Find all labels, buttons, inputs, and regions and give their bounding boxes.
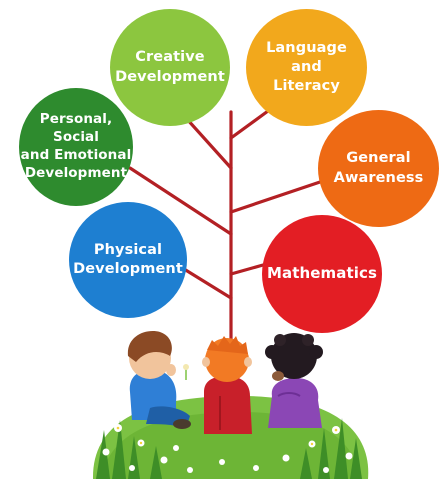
- language-literacy-bubble: Language and Literacy: [246, 9, 367, 126]
- creative-development-label: Creative Development: [115, 49, 225, 85]
- branch-maths: [229, 263, 265, 276]
- general-awareness-bubble: General Awareness: [318, 110, 439, 227]
- branch-creative: [184, 116, 233, 170]
- child-middle-illustration: [202, 336, 252, 434]
- child-right-illustration: [265, 333, 323, 428]
- creative-development-bubble: Creative Development: [110, 9, 230, 126]
- general-awareness-label: General Awareness: [333, 150, 424, 186]
- tree-branches: [128, 109, 322, 354]
- physical-development-label: Physical Development: [73, 241, 183, 277]
- branch-personal: [128, 166, 233, 236]
- physical-development-bubble: Physical Development: [69, 202, 187, 318]
- branch-physical: [182, 267, 233, 300]
- branch-general: [229, 180, 322, 214]
- personal-social-emotional-bubble: Personal, Social and Emotional Developme…: [19, 88, 133, 206]
- child-left-illustration: [127, 331, 191, 429]
- language-literacy-label: Language and Literacy: [266, 39, 347, 95]
- personal-social-emotional-label: Personal, Social and Emotional Developme…: [20, 111, 132, 181]
- branch-language: [229, 109, 270, 140]
- mathematics-label: Mathematics: [266, 264, 378, 283]
- mathematics-bubble: Mathematics: [262, 215, 382, 333]
